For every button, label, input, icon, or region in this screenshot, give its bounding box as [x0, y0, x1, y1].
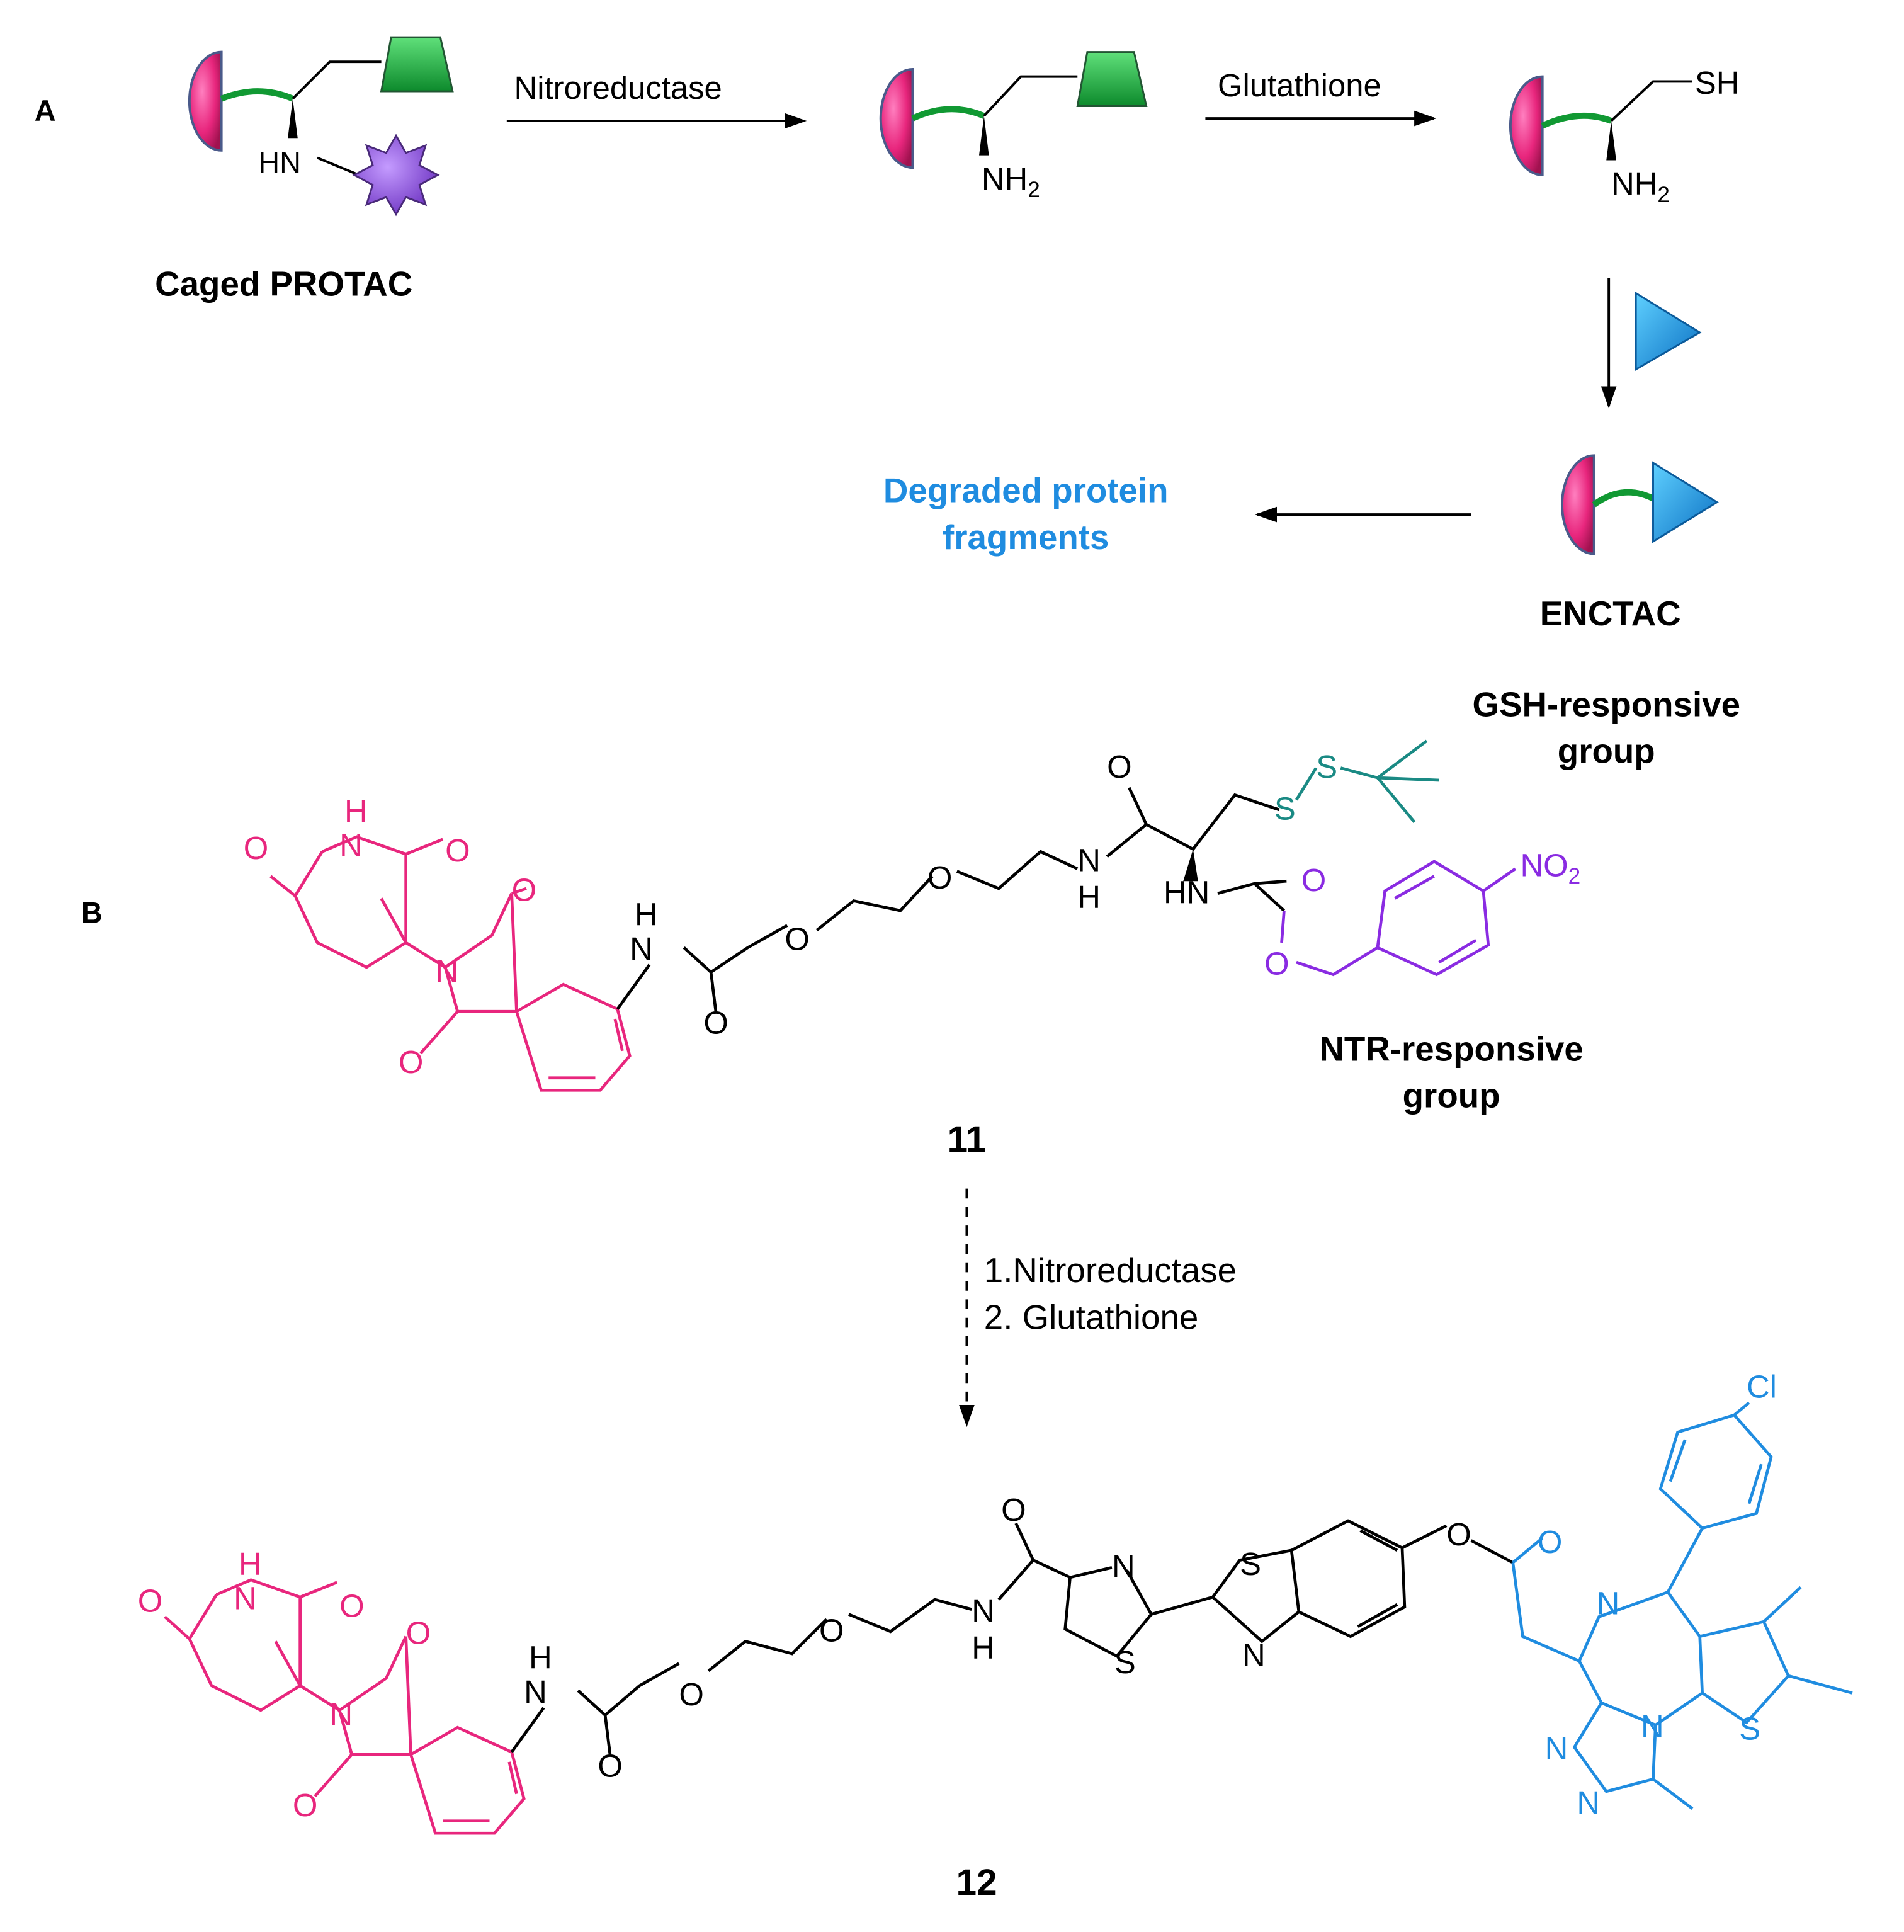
svg-text:N: N: [1597, 1585, 1620, 1621]
svg-text:N: N: [1077, 843, 1101, 878]
svg-text:NO2: NO2: [1521, 847, 1581, 889]
svg-text:O: O: [703, 1004, 728, 1040]
svg-text:O: O: [927, 860, 953, 895]
svg-text:O: O: [399, 1044, 424, 1080]
peg-linker-luciferin: [510, 1519, 1514, 1755]
svg-text:N: N: [339, 827, 363, 863]
e3-ligand-half-disc-icon: [1560, 454, 1595, 555]
svg-text:H: H: [344, 793, 368, 829]
compound-11-structure: [269, 739, 1517, 1092]
svg-text:O: O: [293, 1787, 317, 1823]
compound-12-label: 12: [956, 1862, 997, 1903]
blue-triangle-warhead-icon: [1635, 291, 1702, 372]
tbutyl-disulfide-group: [1295, 739, 1439, 823]
purple-star-cage-icon: [352, 134, 440, 217]
pomalidomide-moiety: [164, 1578, 526, 1835]
svg-text:O: O: [1301, 862, 1326, 898]
svg-text:N: N: [330, 1696, 353, 1732]
svg-text:S: S: [1274, 791, 1296, 827]
compound-11-label: 11: [947, 1119, 986, 1160]
e3-ligand-half-disc-icon: [879, 67, 914, 169]
enctac-label: ENCTAC: [1540, 594, 1681, 633]
svg-text:N: N: [524, 1674, 547, 1710]
nitrobenzyl-group: [1280, 860, 1517, 977]
blue-triangle-warhead-icon: [1652, 461, 1719, 543]
svg-text:H: H: [972, 1630, 995, 1666]
svg-text:S: S: [1114, 1644, 1136, 1680]
degraded-line2: fragments: [943, 518, 1109, 557]
svg-text:O: O: [138, 1583, 163, 1619]
hn-label: HN: [258, 146, 301, 179]
svg-text:O: O: [679, 1676, 704, 1712]
jq1-moiety: [1511, 1401, 1853, 1810]
svg-text:N: N: [1641, 1708, 1664, 1744]
svg-text:O: O: [1538, 1524, 1563, 1560]
svg-text:O: O: [1001, 1492, 1026, 1528]
caged-protac: HN Caged PROTAC: [155, 36, 454, 303]
svg-text:Cl: Cl: [1747, 1369, 1777, 1405]
svg-text:O: O: [819, 1612, 844, 1648]
e3-ligand-half-disc-icon: [188, 50, 223, 152]
caged-protac-label: Caged PROTAC: [155, 264, 412, 303]
svg-text:S: S: [1240, 1546, 1261, 1582]
ntr-group-line1: NTR-responsive: [1319, 1029, 1583, 1068]
svg-text:O: O: [785, 921, 810, 957]
compound-11-atoms: H N O O O N O H N O O O N H O HN O O NO2…: [244, 749, 1580, 1080]
sh-label: SH: [1695, 65, 1740, 101]
green-trapezoid-icon: [1076, 51, 1148, 107]
svg-text:H: H: [239, 1546, 262, 1582]
panel-a-label: A: [35, 94, 56, 127]
svg-text:N: N: [630, 931, 653, 967]
svg-text:O: O: [1264, 946, 1289, 982]
e3-ligand-half-disc-icon: [1509, 75, 1544, 176]
compound-12-structure: [164, 1401, 1853, 1835]
svg-text:S: S: [1739, 1711, 1760, 1747]
svg-text:HN: HN: [1164, 874, 1210, 910]
intermediate-amine: NH2: [879, 51, 1148, 202]
svg-text:N: N: [1577, 1785, 1600, 1821]
nh2-label: NH2: [982, 161, 1040, 202]
svg-text:O: O: [512, 872, 537, 907]
svg-text:O: O: [598, 1747, 623, 1783]
green-trapezoid-icon: [380, 36, 454, 93]
gsh-group-line2: group: [1558, 732, 1655, 771]
svg-text:N: N: [234, 1581, 257, 1617]
step1-label: 1.Nitroreductase: [984, 1251, 1237, 1290]
svg-text:N: N: [1242, 1637, 1266, 1673]
panel-b-label: B: [81, 897, 103, 929]
svg-text:N: N: [972, 1593, 995, 1628]
svg-text:H: H: [635, 897, 658, 933]
svg-text:O: O: [406, 1615, 431, 1651]
glutathione-label: Glutathione: [1218, 67, 1381, 103]
svg-text:N: N: [1112, 1548, 1135, 1584]
svg-text:N: N: [1545, 1730, 1568, 1766]
pomalidomide-moiety: [269, 835, 632, 1092]
svg-text:H: H: [529, 1639, 552, 1675]
gsh-group-line1: GSH-responsive: [1473, 685, 1740, 724]
svg-text:O: O: [1446, 1516, 1471, 1552]
svg-text:S: S: [1316, 749, 1337, 785]
svg-text:O: O: [244, 830, 269, 866]
linker-green: [220, 88, 294, 102]
svg-text:H: H: [1077, 879, 1101, 915]
svg-text:O: O: [339, 1588, 365, 1623]
enctac: ENCTAC: [1540, 454, 1719, 633]
step2-label: 2. Glutathione: [984, 1297, 1199, 1336]
intermediate-thiol: SH NH2: [1509, 65, 1740, 207]
nitroreductase-label: Nitroreductase: [514, 70, 722, 106]
ntr-group-line2: group: [1403, 1076, 1500, 1115]
svg-text:O: O: [445, 832, 470, 868]
svg-text:O: O: [1107, 749, 1132, 785]
compound-12-atoms: H N O O O N O H N O O O N H O N S S N O …: [138, 1369, 1777, 1823]
degraded-line1: Degraded protein: [883, 471, 1169, 510]
nh2-label: NH2: [1611, 166, 1670, 207]
svg-text:N: N: [436, 953, 459, 989]
